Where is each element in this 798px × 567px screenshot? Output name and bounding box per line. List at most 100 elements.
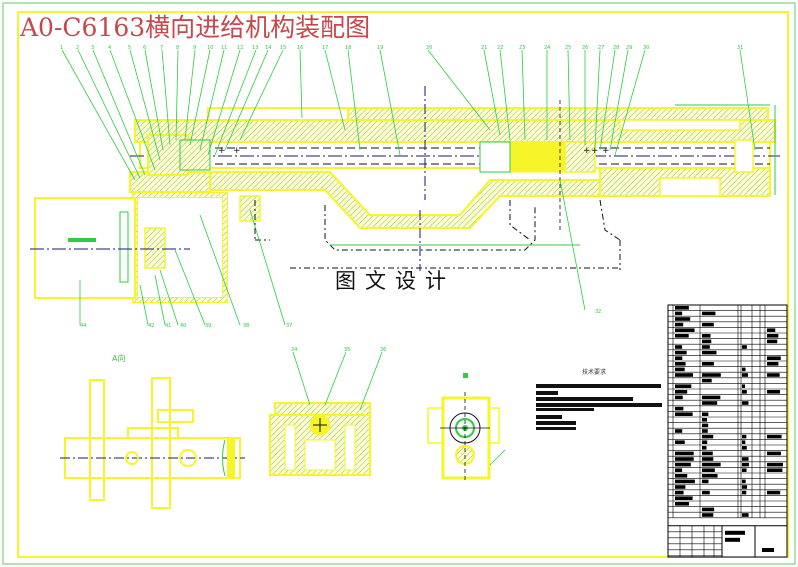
table-cell-text [742,367,746,372]
table-cell-text [742,479,746,484]
table-cell-text [675,406,684,411]
part-label: 4 [108,45,111,51]
part-label: 14 [265,45,271,51]
table-cell-text [742,390,747,394]
table-cell-text [767,328,776,332]
part-label: 40 [180,323,186,329]
section-view: 34 35 36 [269,347,386,476]
table-cell-text [702,507,715,512]
table-cell-text [702,468,715,472]
part-label: 12 [237,45,243,51]
title-block-text [762,548,774,552]
main-section-view: + + + + + [30,86,780,303]
table-cell-text [675,496,693,500]
part-label: 11 [221,45,227,51]
table-cell-text [675,485,686,489]
table-cell-text [702,434,714,439]
table-cell-text [675,328,695,332]
part-label: 42 [148,323,154,329]
part-label: 8 [176,45,179,51]
table-cell-text [675,457,694,461]
table-cell-text [702,429,708,433]
table-cell-text [702,339,712,344]
table-cell-text [702,451,713,456]
table-cell-text [767,434,782,439]
part-label: 23 [519,45,525,51]
table-cell-text [742,485,748,489]
table-cell-text [702,479,709,484]
part-number-labels-bottom: 44 42 41 40 39 38 37 32 [80,309,601,329]
end-view [427,373,506,482]
table-cell-text [742,462,749,467]
table-cell-text [675,345,683,349]
table-cell-text [675,367,685,372]
part-label: 1 [60,45,63,51]
table-cell-text [767,390,781,394]
table-cell-text [675,362,686,366]
part-label: 15 [280,45,286,51]
part-label: 36 [380,347,386,353]
table-cell-text [742,446,747,450]
part-label: 3 [91,45,94,51]
table-cell-text [742,468,747,472]
table-cell-text [675,373,694,377]
table-cell-text [702,345,710,349]
table-cell-text [767,339,778,344]
table-cell-text [675,429,683,433]
part-label: 32 [595,309,601,315]
table-cell-text [702,412,709,416]
table-cell-text [675,440,685,444]
table-cell-text [702,462,721,467]
table-cell-text [675,490,684,495]
table-cell-text [702,350,717,355]
table-cell-text [675,412,693,416]
parts-table-frame [667,304,788,558]
part-label: 5 [128,45,131,51]
table-cell-text [675,451,694,456]
technical-requirements [536,384,662,430]
table-cell-text [675,317,691,321]
table-cell-text [675,390,688,394]
part-label: 39 [205,323,211,329]
table-cell-text [742,434,747,439]
svg-text:+: + [233,146,241,156]
table-cell-text [675,334,689,338]
part-label: 29 [626,45,632,51]
title-block-text [725,537,740,542]
view-a-label: A向 [112,354,126,363]
svg-text:+: + [602,146,610,156]
table-cell-text [675,395,683,400]
part-label: 25 [565,45,571,51]
part-label: 27 [598,45,604,51]
table-cell-text [742,513,749,517]
part-label: 9 [193,45,196,51]
title-block-text [725,530,745,535]
part-label: 19 [377,45,383,51]
table-cell-text [702,513,714,517]
part-label: 44 [80,323,86,329]
table-cell-text [702,423,709,428]
table-cell-text [702,446,707,450]
table-cell-text [767,468,783,472]
watermark-text: 图文设计 [333,269,457,293]
part-label: 18 [345,45,351,51]
table-cell-text [702,373,721,377]
table-cell-text [742,345,747,349]
table-cell-text [675,474,688,478]
table-cell-text [767,462,783,467]
table-cell-text [767,362,779,366]
part-label: 22 [497,45,503,51]
table-cell-text [675,311,683,316]
part-label: 38 [243,323,249,329]
leader-lines-bottom [79,179,586,326]
table-cell-text [675,356,683,360]
table-cell-text [675,502,689,506]
table-cell-text [675,384,692,388]
table-cell-text [702,418,708,422]
table-cell-text [675,462,691,467]
table-cell-text [702,334,711,338]
part-label: 20 [426,45,432,51]
table-cell-text [702,490,710,495]
table-cell-text [767,356,781,360]
